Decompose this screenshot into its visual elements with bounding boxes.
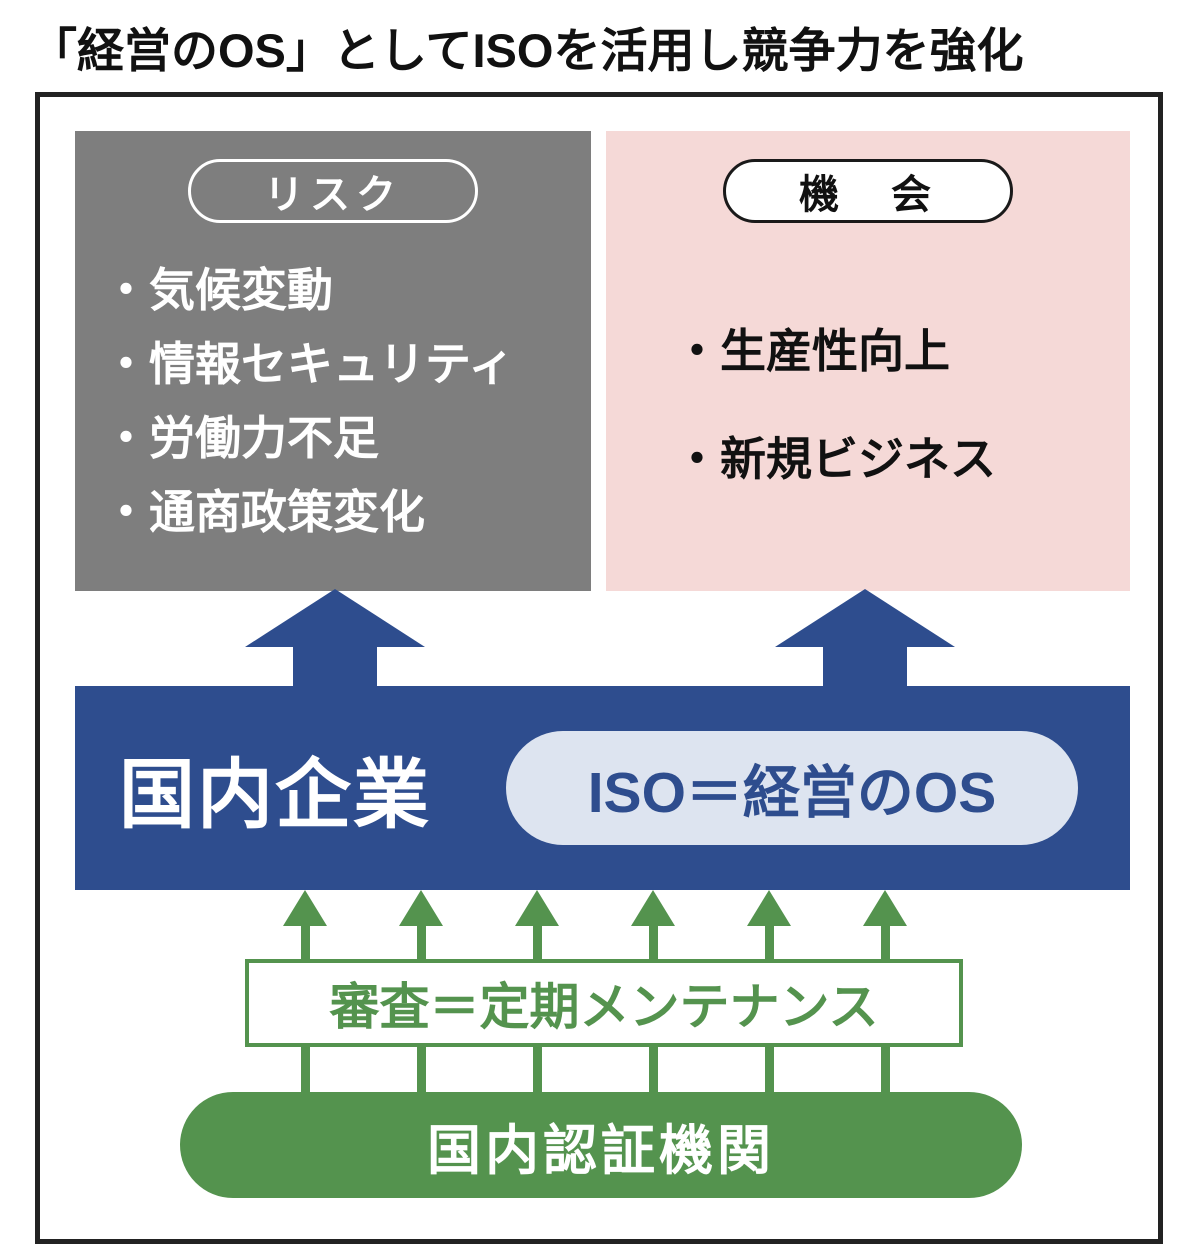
opportunity-list: ・生産性向上 ・新規ビジネス bbox=[674, 321, 1130, 489]
opportunity-item: ・生産性向上 bbox=[674, 325, 950, 377]
page-title: 「経営のOS」としてISOを活用し競争力を強化 bbox=[30, 24, 1024, 77]
arrow-head bbox=[631, 890, 675, 926]
blue-up-arrow-icon bbox=[775, 589, 955, 691]
arrow-head bbox=[245, 589, 425, 647]
opportunity-panel: 機 会 ・生産性向上 ・新規ビジネス bbox=[606, 131, 1130, 591]
diagram-frame: リスク ・気候変動 ・情報セキュリティ ・労働力不足 ・通商政策変化 機 会 ・… bbox=[35, 92, 1163, 1244]
arrow-head bbox=[747, 890, 791, 926]
arrow-head bbox=[863, 890, 907, 926]
opportunity-item: ・新規ビジネス bbox=[674, 433, 996, 485]
risk-label: リスク bbox=[188, 159, 478, 223]
blue-up-arrow-icon bbox=[245, 589, 425, 691]
arrow-head bbox=[775, 589, 955, 647]
audit-box: 審査＝定期メンテナンス bbox=[245, 959, 963, 1047]
arrow-head bbox=[399, 890, 443, 926]
risk-item: ・気候変動 bbox=[103, 264, 333, 316]
risk-item: ・通商政策変化 bbox=[103, 486, 425, 538]
opportunity-label: 機 会 bbox=[723, 159, 1013, 223]
company-label: 国内企業 bbox=[119, 753, 431, 838]
risk-item: ・情報セキュリティ bbox=[103, 338, 515, 390]
risk-list: ・気候変動 ・情報セキュリティ ・労働力不足 ・通商政策変化 bbox=[103, 253, 591, 549]
arrow-shaft bbox=[823, 647, 907, 691]
iso-os-pill: ISO＝経営のOS bbox=[506, 731, 1078, 845]
certification-body-box: 国内認証機関 bbox=[180, 1092, 1022, 1198]
company-bar: 国内企業 ISO＝経営のOS bbox=[75, 686, 1130, 890]
risk-item: ・労働力不足 bbox=[103, 412, 379, 464]
arrow-head bbox=[515, 890, 559, 926]
arrow-shaft bbox=[293, 647, 377, 691]
risk-panel: リスク ・気候変動 ・情報セキュリティ ・労働力不足 ・通商政策変化 bbox=[75, 131, 591, 591]
arrow-head bbox=[283, 890, 327, 926]
